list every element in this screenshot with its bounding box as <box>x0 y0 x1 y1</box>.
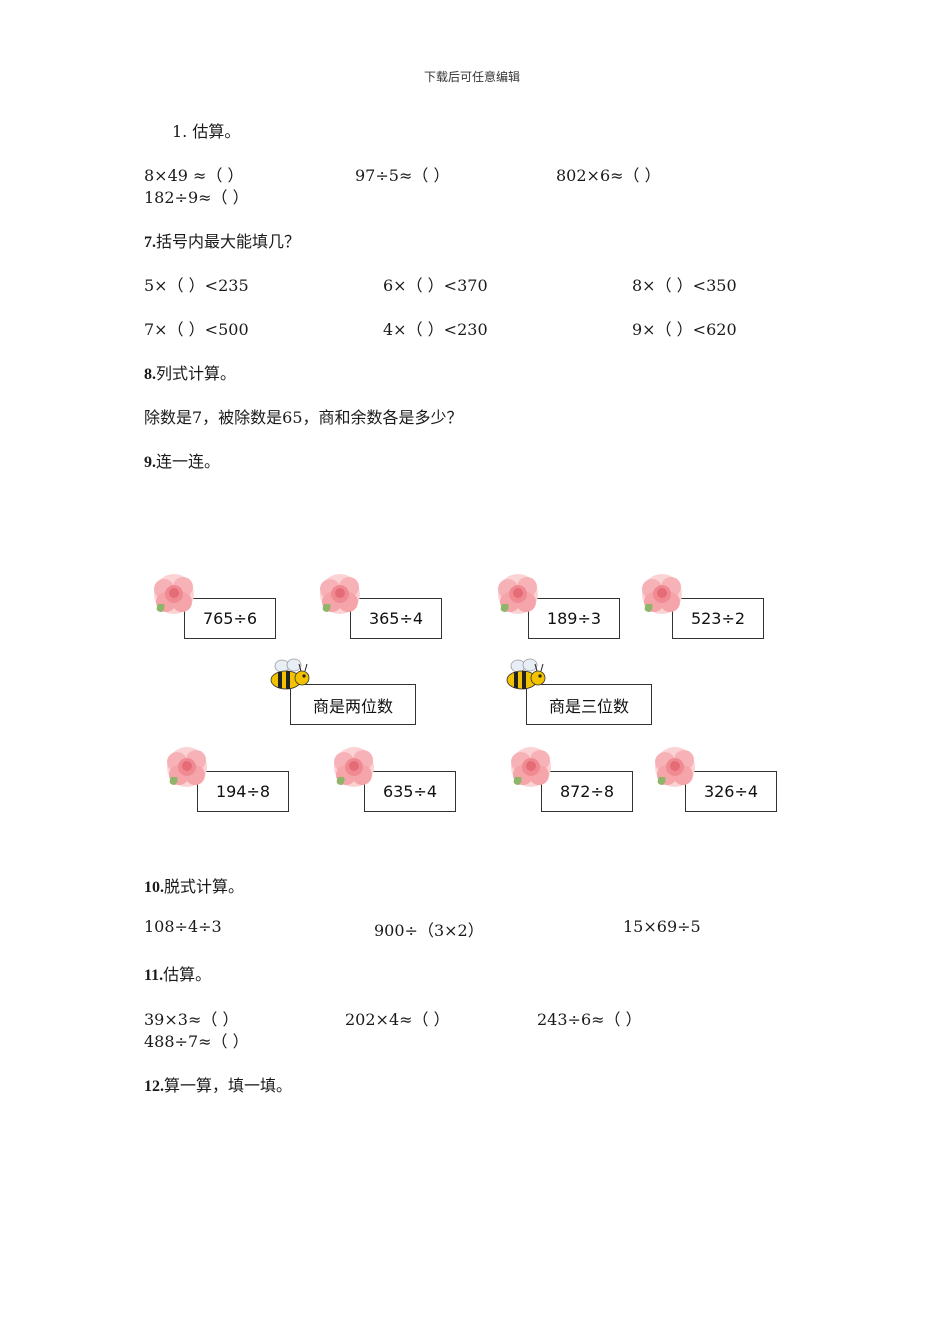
flower-icon <box>509 745 553 789</box>
flower-icon <box>152 572 196 616</box>
q7-r2-c1: 7×（ ）<500 <box>144 320 249 339</box>
match-box-bottom-3[interactable]: 872÷8 <box>541 771 633 812</box>
q7-heading: 7.括号内最大能填几？ <box>144 228 300 252</box>
match-box-three-digit[interactable]: 商是三位数 <box>526 684 652 725</box>
q10-number: 10. <box>144 879 164 896</box>
q11-heading: 11.估算。 <box>144 961 211 985</box>
q8-heading: 8.列式计算。 <box>144 360 236 384</box>
q10-item-2: 900÷（3×2） <box>374 921 484 940</box>
match-box-top-2[interactable]: 365÷4 <box>350 598 442 639</box>
q10-item-1: 108÷4÷3 <box>144 917 222 936</box>
q8-text: 除数是7，被除数是65，商和余数各是多少？ <box>144 408 463 427</box>
q12-heading: 12.算一算，填一填。 <box>144 1072 292 1096</box>
q1-item-4: 182÷9≈（ ） <box>144 188 249 207</box>
q7-title: 括号内最大能填几？ <box>156 232 301 251</box>
q9-title: 连一连。 <box>156 452 221 471</box>
q7-r2-c2: 4×（ ）<230 <box>383 320 488 339</box>
match-box-bottom-4[interactable]: 326÷4 <box>685 771 777 812</box>
q11-title: 估算。 <box>163 965 212 984</box>
flower-icon <box>653 745 697 789</box>
match-box-top-1[interactable]: 765÷6 <box>184 598 276 639</box>
q7-r2-c3: 9×（ ）<620 <box>632 320 737 339</box>
q11-item-1: 39×3≈（ ） <box>144 1010 239 1029</box>
q1-item-2: 97÷5≈（ ） <box>355 166 450 185</box>
q1-title: 1. 估算。 <box>172 122 241 141</box>
bee-icon <box>504 658 546 692</box>
q12-title: 算一算，填一填。 <box>164 1076 293 1095</box>
q10-item-3: 15×69÷5 <box>623 917 701 936</box>
match-box-bottom-1[interactable]: 194÷8 <box>197 771 289 812</box>
flower-icon <box>640 572 684 616</box>
q11-item-3: 243÷6≈（ ） <box>537 1010 642 1029</box>
q1-item-1: 8×49 ≈（ ） <box>144 166 244 185</box>
flower-icon <box>332 745 376 789</box>
q11-item-2: 202×4≈（ ） <box>345 1010 450 1029</box>
bee-icon <box>268 658 310 692</box>
q8-title: 列式计算。 <box>156 364 237 383</box>
match-box-two-digit[interactable]: 商是两位数 <box>290 684 416 725</box>
match-box-top-4[interactable]: 523÷2 <box>672 598 764 639</box>
match-box-top-3[interactable]: 189÷3 <box>528 598 620 639</box>
flower-icon <box>165 745 209 789</box>
page-header: 下载后可任意编辑 <box>424 70 521 84</box>
q9-heading: 9.连一连。 <box>144 448 220 472</box>
q7-number: 7. <box>144 234 156 251</box>
q12-number: 12. <box>144 1078 164 1095</box>
q1-item-3: 802×6≈（ ） <box>556 166 661 185</box>
q7-r1-c1: 5×（ ）<235 <box>144 276 249 295</box>
q11-item-4: 488÷7≈（ ） <box>144 1032 249 1051</box>
q10-title: 脱式计算。 <box>164 877 245 896</box>
flower-icon <box>318 572 362 616</box>
q9-number: 9. <box>144 454 156 471</box>
q11-number: 11. <box>144 967 164 984</box>
q7-r1-c3: 8×（ ）<350 <box>632 276 737 295</box>
flower-icon <box>496 572 540 616</box>
match-box-bottom-2[interactable]: 635÷4 <box>364 771 456 812</box>
q10-heading: 10.脱式计算。 <box>144 873 244 897</box>
q8-number: 8. <box>144 366 156 383</box>
q7-r1-c2: 6×（ ）<370 <box>383 276 488 295</box>
